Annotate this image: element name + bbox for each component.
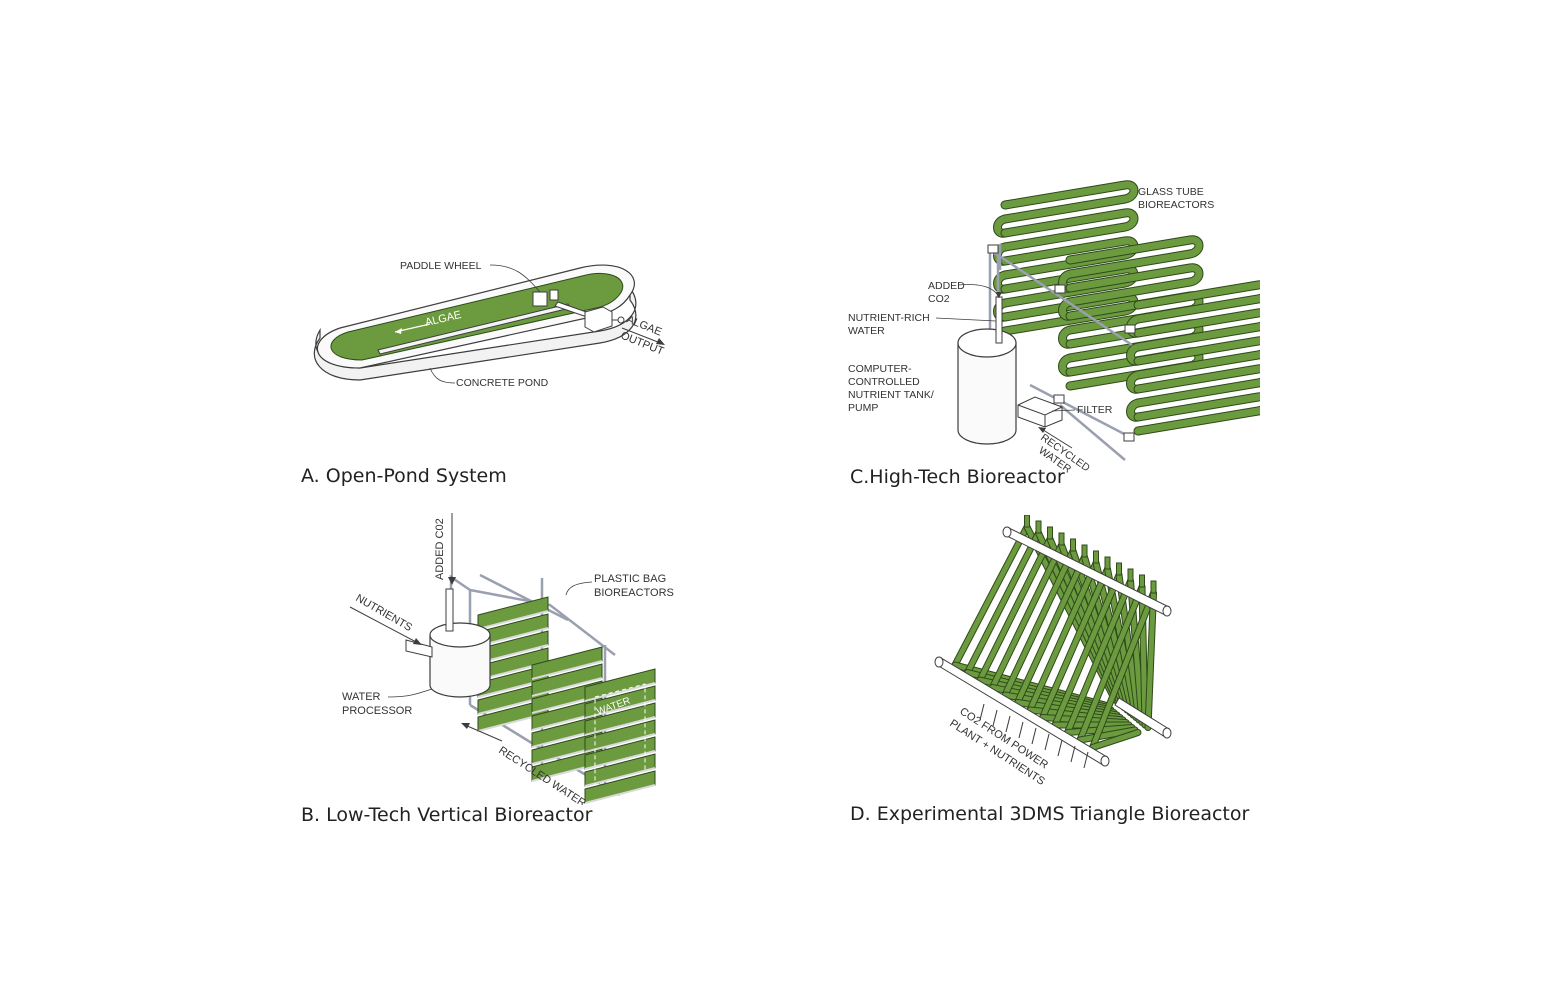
triangle-tube: [1139, 584, 1148, 728]
co2-arrow: [1018, 721, 1024, 739]
algae-output-arrow: [621, 327, 664, 345]
return-pipe: [1029, 383, 1131, 461]
caption-low-tech: B. Low-Tech Vertical Bioreactor: [301, 804, 593, 826]
co2-arrow: [1070, 745, 1076, 763]
triangle-bioreactor-diagram: CO2 FROM POWER PLANT + NUTRIENTS: [934, 515, 1172, 788]
co2-arrow: [1031, 727, 1037, 745]
computer-label-2: CONTROLLED: [848, 376, 920, 388]
triangle-tube: [990, 542, 1064, 690]
triangle-tube: [1002, 548, 1076, 698]
open-pond-diagram: ALGAE PADDLE WHEEL ALGAE OUTPUT CONCRETE…: [313, 260, 666, 389]
low-tech-bioreactor-diagram: WATER ADDED C02 NUTRIENTS PLASTIC BAG BI…: [342, 513, 674, 805]
tube-cap: [1139, 574, 1145, 588]
triangle-tube: [1090, 730, 1141, 750]
added-co2-label-1: ADDED: [928, 280, 965, 292]
triangle-tube: [1065, 578, 1133, 735]
triangle-tube: [1040, 566, 1110, 720]
co2-arrow: [992, 709, 998, 727]
triangle-tube: [1015, 554, 1087, 705]
glass-tube-label-2: BIOREACTORS: [1138, 199, 1214, 211]
triangle-tubes: [951, 515, 1157, 751]
water-processor-label-2: PROCESSOR: [342, 705, 412, 717]
tube-cap: [1047, 526, 1053, 540]
tube-cap: [1035, 520, 1042, 534]
computer-label-3: NUTRIENT TANK/: [848, 389, 934, 401]
tube-cap: [1104, 556, 1111, 570]
tube-cap: [1150, 580, 1157, 594]
tube-cap: [1070, 538, 1076, 552]
plastic-bag-label-2: BIOREACTORS: [594, 587, 674, 599]
caption-open-pond: A. Open-Pond System: [301, 465, 507, 487]
high-tech-bioreactor-diagram: GLASS TUBE BIOREACTORS ADDED CO2 NUTRIEN…: [848, 165, 1260, 475]
paddle-wheel-label: PADDLE WHEEL: [400, 260, 482, 272]
added-co2-label-2: CO2: [928, 293, 950, 305]
water-processor-label-1: WATER: [342, 691, 381, 703]
computer-label-1: COMPUTER-: [848, 363, 912, 375]
concrete-pond-label: CONCRETE POND: [456, 377, 549, 389]
filter-label: FILTER: [1077, 404, 1113, 416]
triangle-tube: [1145, 590, 1156, 730]
tube-cap: [1024, 515, 1030, 528]
tube-cap: [1116, 562, 1122, 576]
triangle-tube: [965, 530, 1041, 675]
added-co2-label: ADDED C02: [434, 518, 446, 580]
co2-inlet-pipe: [995, 296, 1003, 344]
plastic-bag-label-1: PLASTIC BAG: [594, 573, 666, 585]
glass-tube-label-1: GLASS TUBE: [1138, 186, 1204, 198]
nutrient-tank: [957, 343, 1017, 445]
tube-cap: [1081, 544, 1088, 558]
co2-arrow: [979, 703, 985, 721]
triangle-tube: [952, 524, 1030, 668]
tube-cap: [1093, 550, 1099, 564]
triangle-tube: [1077, 584, 1145, 743]
caption-high-tech: C.High-Tech Bioreactor: [850, 466, 1065, 488]
tube-cap: [1058, 532, 1065, 546]
triangle-tube: [1052, 572, 1122, 728]
triangle-tube: [1077, 727, 1138, 743]
co2-arrow: [1044, 733, 1050, 751]
nutrient-water-label-1: NUTRIENT-RICH: [848, 312, 930, 324]
computer-label-4: PUMP: [848, 402, 878, 414]
paddle-wheel: [532, 291, 548, 307]
tube-cap: [1127, 568, 1134, 582]
co2-arrow: [1083, 751, 1089, 769]
triangle-tube: [977, 536, 1053, 683]
output-pump: [584, 306, 613, 333]
caption-triangle: D. Experimental 3DMS Triangle Bioreactor: [850, 803, 1250, 825]
plastic-bag-panel-3: [584, 668, 656, 804]
co2-arrow: [1057, 739, 1063, 757]
nutrient-water-label-2: WATER: [848, 325, 885, 337]
triangle-tube: [1027, 560, 1099, 713]
co2-arrow: [1005, 715, 1011, 733]
triangle-tube: [1090, 590, 1156, 750]
co2-arrows: [979, 703, 1089, 769]
filter-box: [1017, 396, 1063, 428]
